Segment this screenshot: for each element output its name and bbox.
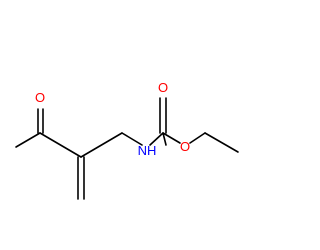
bond-ethyl-ch2-to-ch3 <box>204 132 239 153</box>
bond-nitrogen-to-carbonyl-carbon-2 <box>149 132 164 146</box>
bond-ketone-carbon-to-vinyl-carbon <box>39 132 82 158</box>
bond-ester-oxygen-to-ethyl-ch2 <box>189 132 206 144</box>
bond-methylene-to-nitrogen <box>121 132 143 146</box>
ester-oxygen-label: O <box>180 139 190 154</box>
bond-vinyl-carbon-to-methylene <box>80 132 123 158</box>
amine-nitrogen-label: NH <box>138 143 157 158</box>
carbonyl-oxygen-label: O <box>158 80 168 95</box>
bond-nitrogen-to-carbonyl-carbon <box>162 132 167 146</box>
bond-carbonyl-carbon-to-ester-oxygen <box>162 132 181 144</box>
bond-methyl-to-ketone-carbon <box>15 132 41 148</box>
ketone-oxygen-label: O <box>35 90 45 105</box>
structure-diagram: O NH O O <box>15 80 239 200</box>
